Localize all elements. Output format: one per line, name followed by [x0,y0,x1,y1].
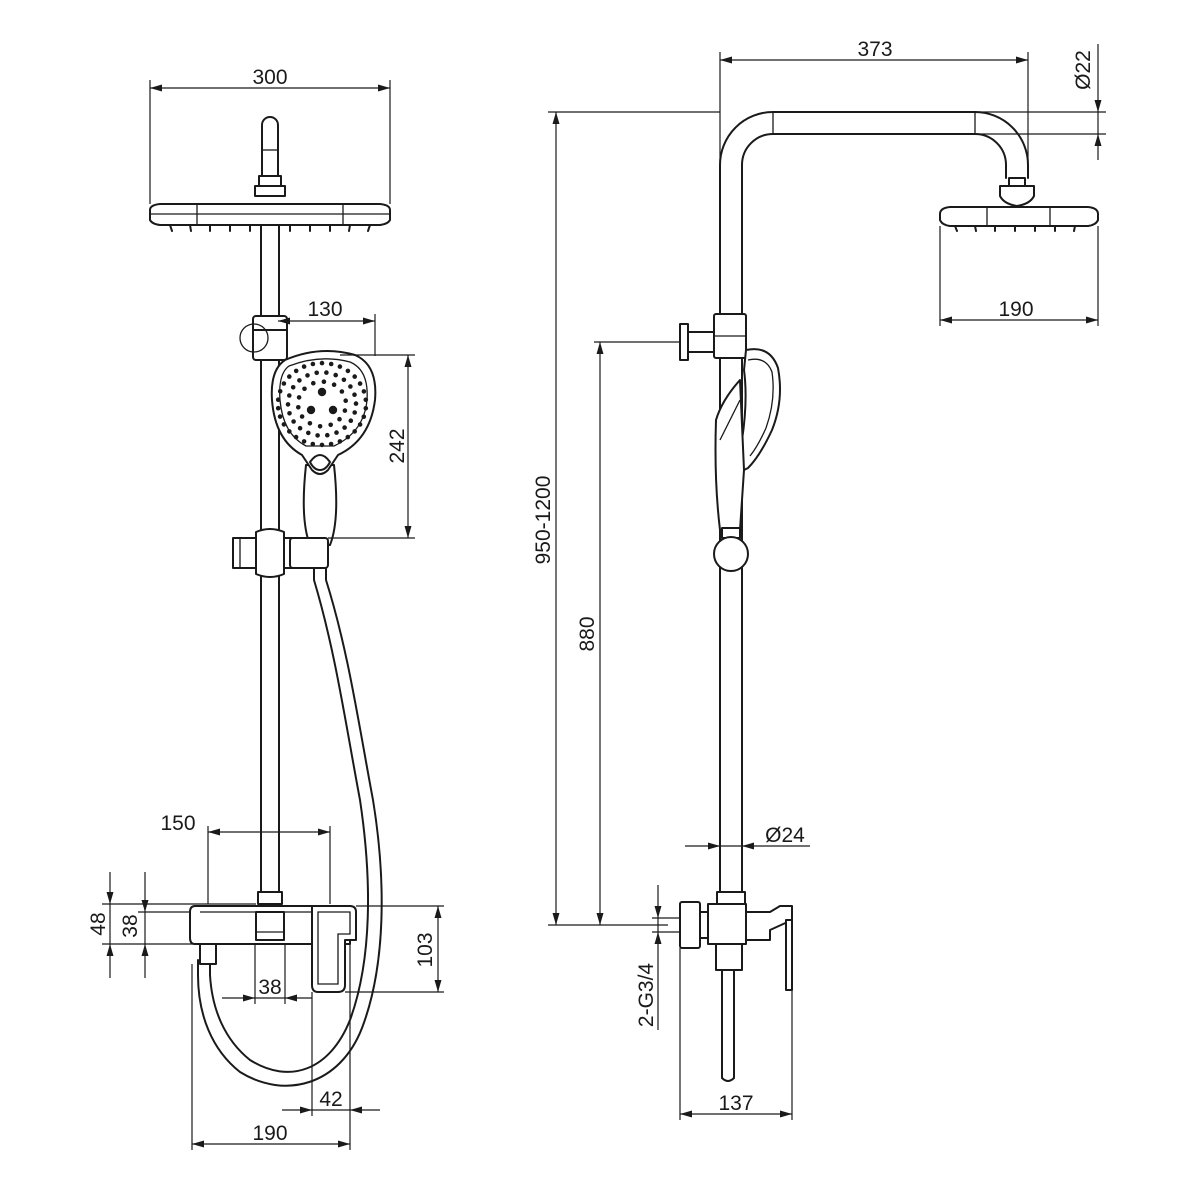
dim-label-38-left: 38 [119,914,142,937]
dim-label-2-g3-4: 2-G3/4 [635,963,658,1028]
dim-label-130: 130 [307,298,342,321]
dim-front-mixer-42: 42 [282,944,380,1150]
front-overhead-shower-head [149,203,391,232]
dim-side-mixer-depth: 137 [679,948,793,1120]
side-hand-shower [714,348,781,531]
dim-front-mixer-left: 48 38 [87,872,256,978]
dim-label-880: 880 [576,616,599,651]
dim-front-mixer-height: 103 [345,905,444,993]
dim-side-connection: 2-G3/4 [635,885,680,1030]
front-mixer-body [189,905,357,993]
dim-front-outlet-spacing: 150 [160,812,331,904]
dim-label-42: 42 [319,1088,342,1111]
front-upper-holder [239,315,288,361]
side-wall-bracket [679,313,747,361]
side-overhead-shower-head [939,177,1099,232]
dim-side-arm-diameter: Ø22 [975,44,1106,160]
dim-side-head-diameter: 190 [939,226,1099,326]
side-view: 373 Ø22 190 950-1200 [532,38,1106,1120]
front-view: 300 130 242 150 [87,66,444,1150]
dim-front-head-width: 300 [149,66,391,204]
dim-label-137: 137 [718,1092,753,1115]
front-shower-hose [197,567,383,1087]
dim-label-38-bottom: 38 [258,976,281,999]
dim-label-48: 48 [87,912,110,935]
front-head-arm [254,116,286,197]
dim-label-d24: Ø24 [765,824,805,847]
dim-label-190-side: 190 [998,298,1033,321]
dim-front-handshower-height: 242 [328,354,415,539]
dim-front-mixer-width: 190 [191,964,350,1150]
side-mixer [679,891,793,1082]
dim-label-242: 242 [386,428,409,463]
dim-label-373: 373 [857,38,892,61]
dim-side-total-height: 950-1200 [532,111,720,926]
dim-side-arm-length: 373 [719,38,1029,165]
dim-side-bracket-height: 880 [576,341,680,925]
dim-front-mixer-38-bottom: 38 [222,944,312,1004]
dim-label-103: 103 [414,932,437,967]
dim-label-190-front: 190 [252,1122,287,1145]
dim-side-pipe-diameter: Ø24 [685,824,810,850]
dim-label-150: 150 [160,812,195,835]
front-hand-shower-nozzles [275,360,369,448]
dim-label-d22: Ø22 [1072,50,1095,90]
front-riser-connector [257,891,283,905]
dim-label-950-1200: 950-1200 [532,476,555,565]
dim-label-300: 300 [252,66,287,89]
front-slider-holder [232,528,329,578]
side-riser-and-arm [719,111,1029,893]
side-slider-holder [713,527,749,572]
dim-front-handshower-offset: 130 [278,298,376,356]
